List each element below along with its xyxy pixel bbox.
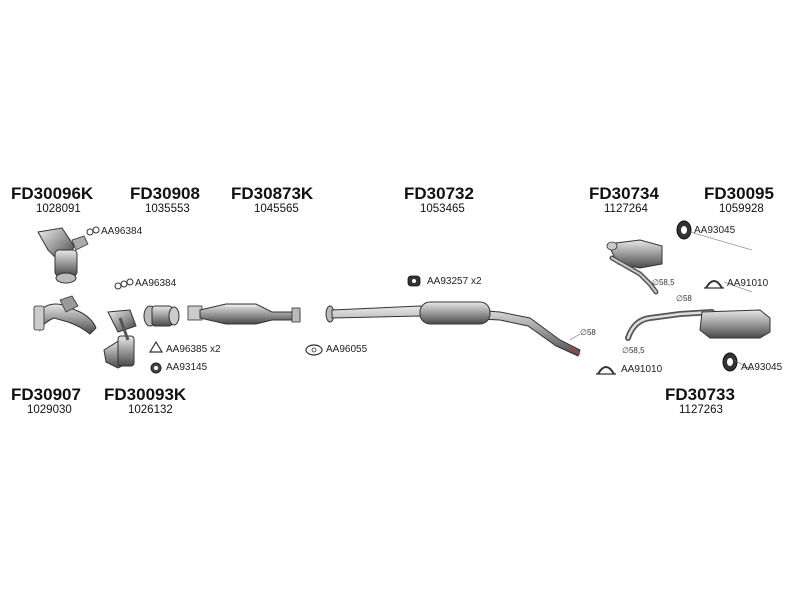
part-code: AA93257 <box>427 276 469 287</box>
gasket-icon-2 <box>114 278 134 290</box>
part-label-mount-3: AA93045 <box>741 362 783 373</box>
part-qty: x2 <box>209 344 221 355</box>
mount-icon-3 <box>722 352 738 372</box>
part-qty: x2 <box>470 276 482 287</box>
flex-pipe <box>143 305 180 327</box>
part-label-mount-2: AA93045 <box>694 225 736 236</box>
rear-silencer-upper <box>606 239 663 295</box>
group-code-fd30733: FD30733 <box>665 385 735 404</box>
group-number-fd30095: 1059928 <box>719 203 764 215</box>
catalyst-lower <box>103 309 137 369</box>
part-label-gasket-4: AA96055 <box>326 344 368 355</box>
mount-icon-2 <box>676 220 692 240</box>
diameter-label-4: ∅58,5 <box>622 346 645 355</box>
mount-icon-1 <box>407 275 421 287</box>
group-code-fd30732: FD30732 <box>404 184 474 203</box>
group-code-fd30095: FD30095 <box>704 184 774 203</box>
diameter-label-1: ∅58 <box>580 328 596 337</box>
group-number-fd30873k: 1045565 <box>254 203 299 215</box>
gasket-icon-3 <box>148 340 164 353</box>
gasket-icon-1 <box>86 226 100 236</box>
group-code-fd30907: FD30907 <box>11 385 81 404</box>
group-code-fd30873k: FD30873K <box>231 184 314 203</box>
part-label-clamp-1: AA91010 <box>727 278 769 289</box>
part-label-clamp-2: AA91010 <box>621 364 663 375</box>
downpipe-left <box>33 295 97 335</box>
diameter-label-3: ∅58 <box>676 294 692 303</box>
group-number-fd30732: 1053465 <box>420 203 465 215</box>
catalyst-pipe <box>187 303 301 325</box>
group-number-fd30096k: 1028091 <box>36 203 81 215</box>
group-code-fd30096k: FD30096K <box>11 184 94 203</box>
rear-silencer-lower <box>625 309 771 341</box>
diameter-label-2: ∅58,5 <box>652 278 675 287</box>
group-number-fd30907: 1029030 <box>27 404 72 416</box>
part-label-mount-1: AA93257 x2 <box>427 276 482 287</box>
leader-lines <box>569 231 753 371</box>
group-code-fd30908: FD30908 <box>130 184 200 203</box>
ring-icon-1 <box>150 362 162 374</box>
part-label-ring-1: AA93145 <box>166 362 208 373</box>
gasket-icon-4 <box>305 344 323 356</box>
part-label-gasket-1: AA96384 <box>101 226 143 237</box>
part-label-gasket-2: AA96384 <box>135 278 177 289</box>
clamp-icon-1 <box>704 280 724 289</box>
middle-silencer <box>325 301 581 357</box>
group-number-fd30908: 1035553 <box>145 203 190 215</box>
clamp-icon-2 <box>596 366 616 375</box>
manifold-catalyst-upper <box>37 227 89 284</box>
group-code-fd30734: FD30734 <box>589 184 659 203</box>
group-code-fd30093k: FD30093K <box>104 385 187 404</box>
part-label-gasket-3: AA96385 x2 <box>166 344 221 355</box>
group-number-fd30093k: 1026132 <box>128 404 173 416</box>
group-number-fd30733: 1127263 <box>679 404 723 416</box>
part-code: AA96385 <box>166 344 208 355</box>
group-number-fd30734: 1127264 <box>604 203 648 215</box>
